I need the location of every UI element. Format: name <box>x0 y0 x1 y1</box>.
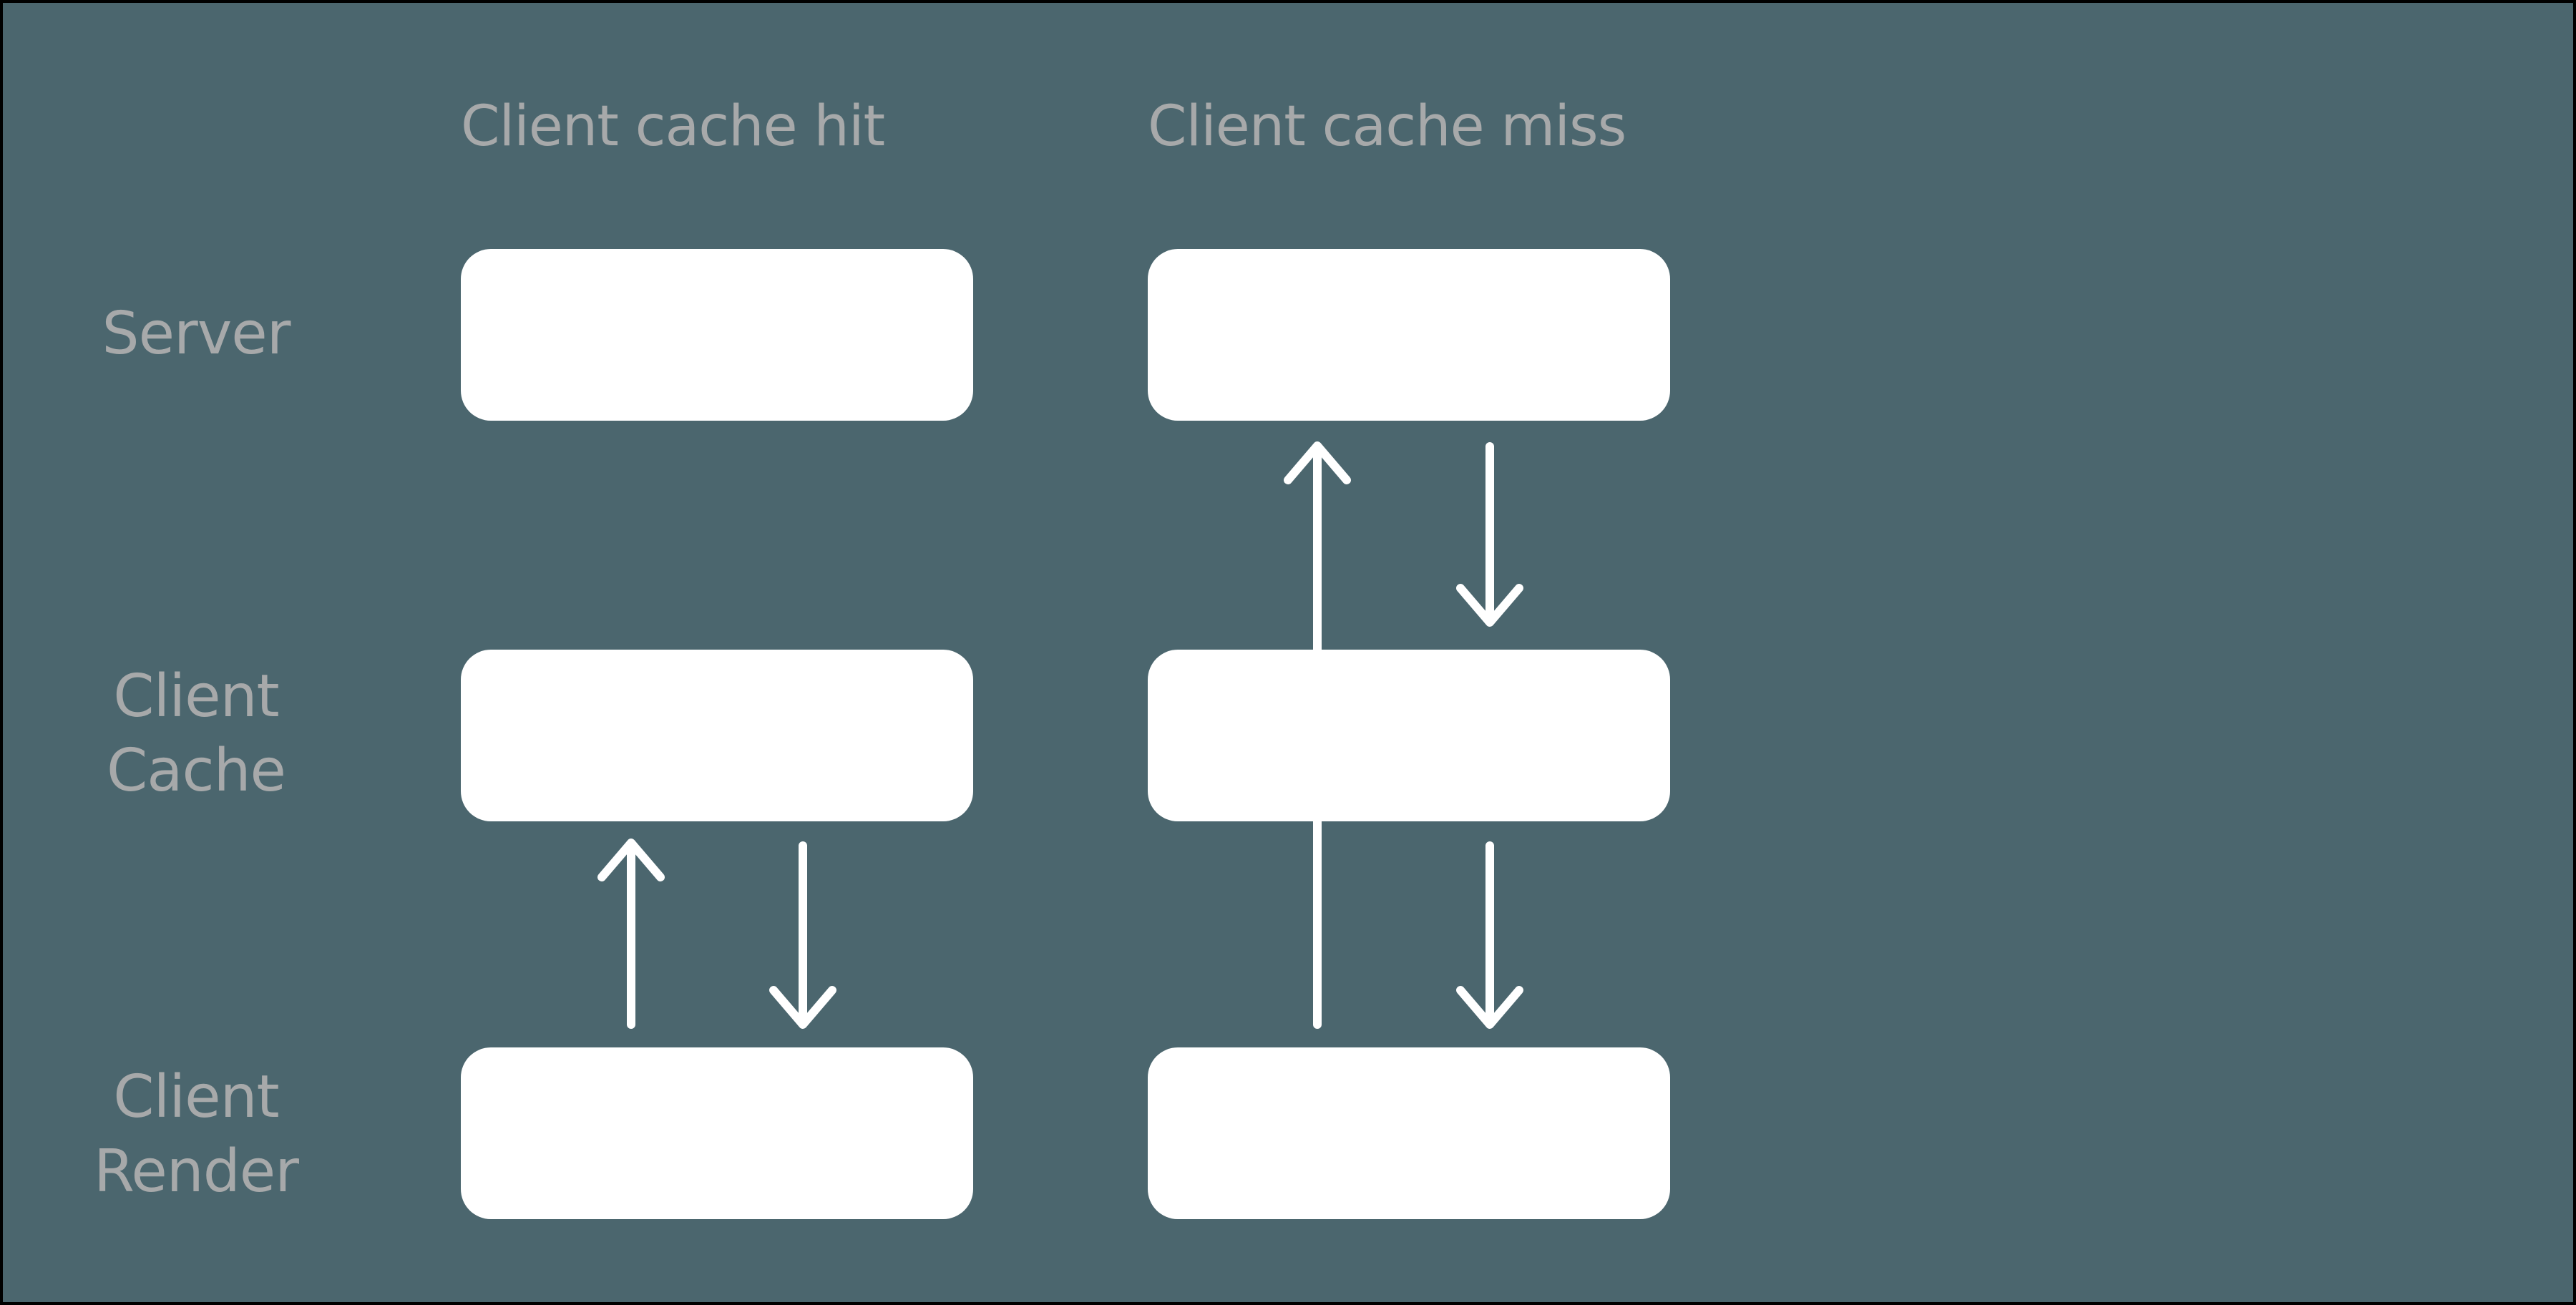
box-client-render-cache-miss <box>1148 1047 1670 1219</box>
arrow-up-render-to-cache-hit <box>597 839 665 1029</box>
box-client-cache-cache-hit <box>461 650 973 821</box>
arrow-down-server-to-cache-miss <box>1456 442 1523 627</box>
arrow-down-cache-to-render-hit <box>769 841 836 1029</box>
box-server-cache-miss <box>1148 249 1670 421</box>
column-header-cache-hit: Client cache hit <box>461 94 885 159</box>
box-server-cache-hit <box>461 249 973 421</box>
row-label-client-cache: Client Cache <box>106 663 286 805</box>
box-client-cache-cache-miss <box>1148 650 1670 821</box>
row-label-client-render: Client Render <box>94 1063 299 1206</box>
row-label-server: Server <box>102 300 291 368</box>
arrow-down-cache-to-render-miss <box>1456 841 1523 1029</box>
box-client-render-cache-hit <box>461 1047 973 1219</box>
column-header-cache-miss: Client cache miss <box>1148 94 1626 159</box>
